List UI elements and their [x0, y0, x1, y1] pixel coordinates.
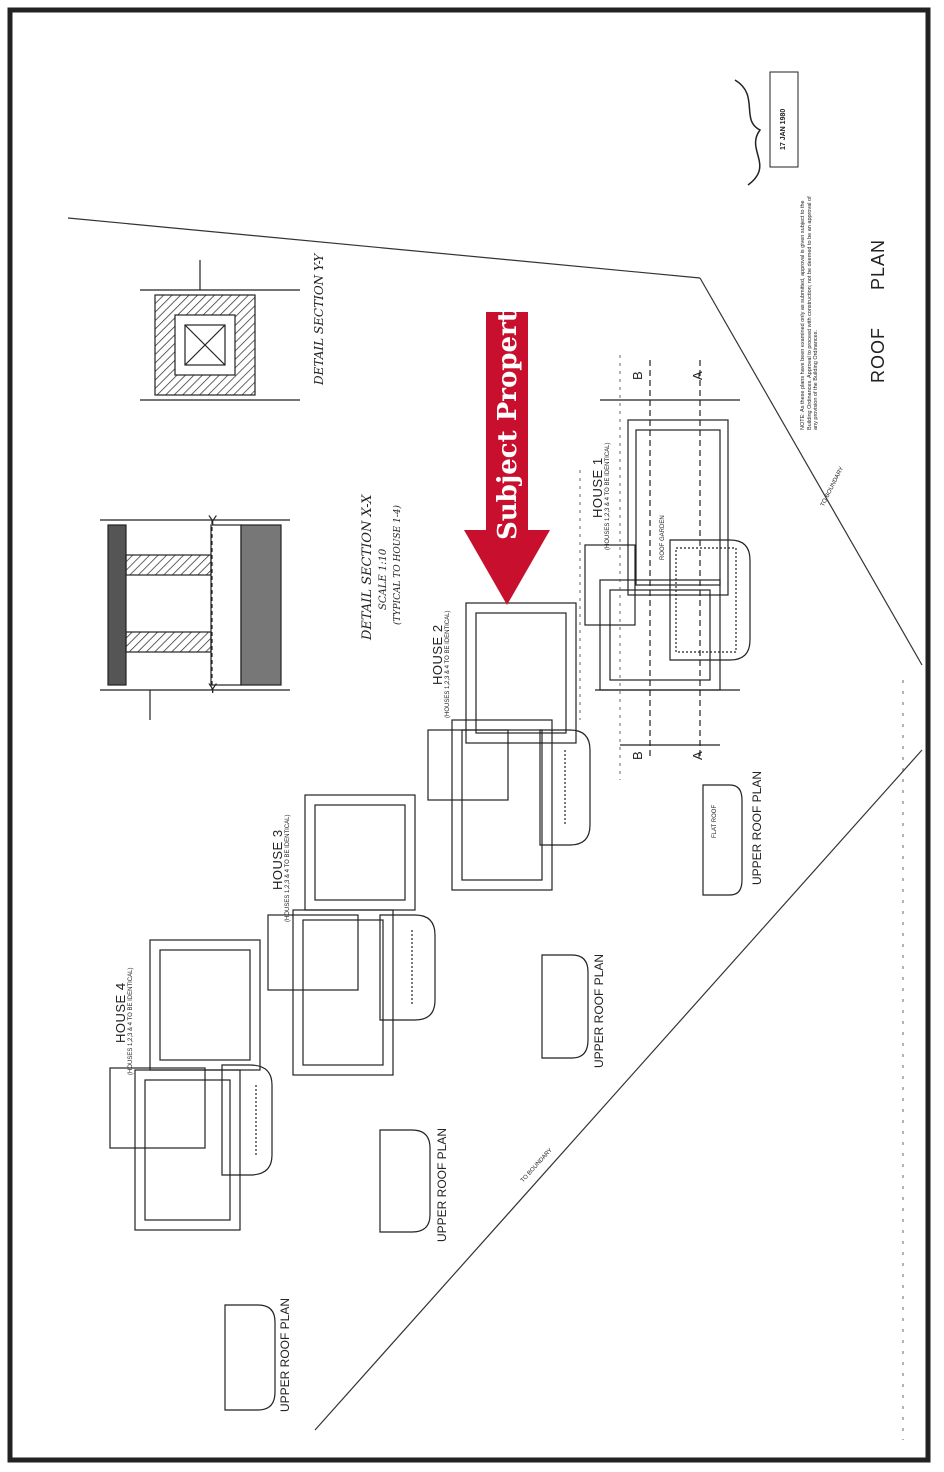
- house-1-label: HOUSE 1: [590, 457, 605, 518]
- house-3-roof-plan: [267, 794, 436, 1076]
- approval-stamp: [734, 71, 799, 186]
- upper-roof-plan-label-2: UPPER ROOF PLAN: [592, 953, 606, 1068]
- dimension-marks: [579, 355, 904, 1440]
- house-4-roof-plan: [109, 939, 273, 1231]
- house-1-flat-roof: FLAT ROOF: [712, 804, 718, 838]
- house-3-label: HOUSE 3: [270, 829, 285, 890]
- detail-section-xx-title: DETAIL SECTION X-X: [360, 494, 375, 640]
- section-mark-a-bottom: A: [690, 751, 705, 760]
- upper-roof-plan-label-1: UPPER ROOF PLAN: [750, 770, 764, 885]
- house-1-roof-plan: [584, 360, 751, 760]
- detail-section-xx-note: (TYPICAL TO HOUSE 1-4): [393, 505, 403, 625]
- upper-roof-plan-label-4: UPPER ROOF PLAN: [278, 1297, 292, 1412]
- upper-roof-plan-label-3: UPPER ROOF PLAN: [435, 1127, 449, 1242]
- subject-property-label: Subject Property: [493, 295, 523, 540]
- house-2-note: (HOUSES 1,2,3 & 4 TO BE IDENTICAL): [445, 610, 451, 718]
- section-mark-b-bottom: B: [630, 751, 645, 760]
- house-1-note: (HOUSES 1,2,3 & 4 TO BE IDENTICAL): [605, 442, 611, 550]
- subject-property-arrow: [464, 312, 550, 605]
- detail-section-yy-title: DETAIL SECTION Y-Y: [312, 253, 326, 385]
- section-mark-b-top: B: [630, 371, 645, 380]
- house-2-roof-plan: [427, 602, 591, 891]
- house-4-label: HOUSE 4: [113, 982, 128, 1043]
- approval-stamp-date: 17 JAN 1980: [780, 108, 787, 150]
- site-boundary-lines: [67, 217, 923, 1431]
- section-mark-a-top: A: [690, 371, 705, 380]
- detail-section-xx: [100, 519, 290, 720]
- section-mark-y-top: Y: [208, 512, 218, 528]
- sheet-frame: [7, 7, 931, 1463]
- title-roof: ROOF: [868, 327, 888, 383]
- section-mark-y-bottom: Y: [208, 680, 218, 696]
- upper-roof-plans: [224, 784, 743, 1411]
- house-4-note: (HOUSES 1,2,3 & 4 TO BE IDENTICAL): [128, 967, 134, 1075]
- approval-note: NOTE: As these plans have been examined …: [800, 196, 819, 430]
- title-plan: PLAN: [868, 238, 888, 290]
- house-3-note: (HOUSES 1,2,3 & 4 TO BE IDENTICAL): [285, 814, 291, 922]
- detail-section-yy: [140, 260, 300, 401]
- house-1-roof-garden: ROOF GARDEN: [660, 515, 666, 560]
- detail-section-xx-scale: SCALE 1:10: [378, 548, 389, 610]
- house-2-label: HOUSE 2: [430, 624, 445, 685]
